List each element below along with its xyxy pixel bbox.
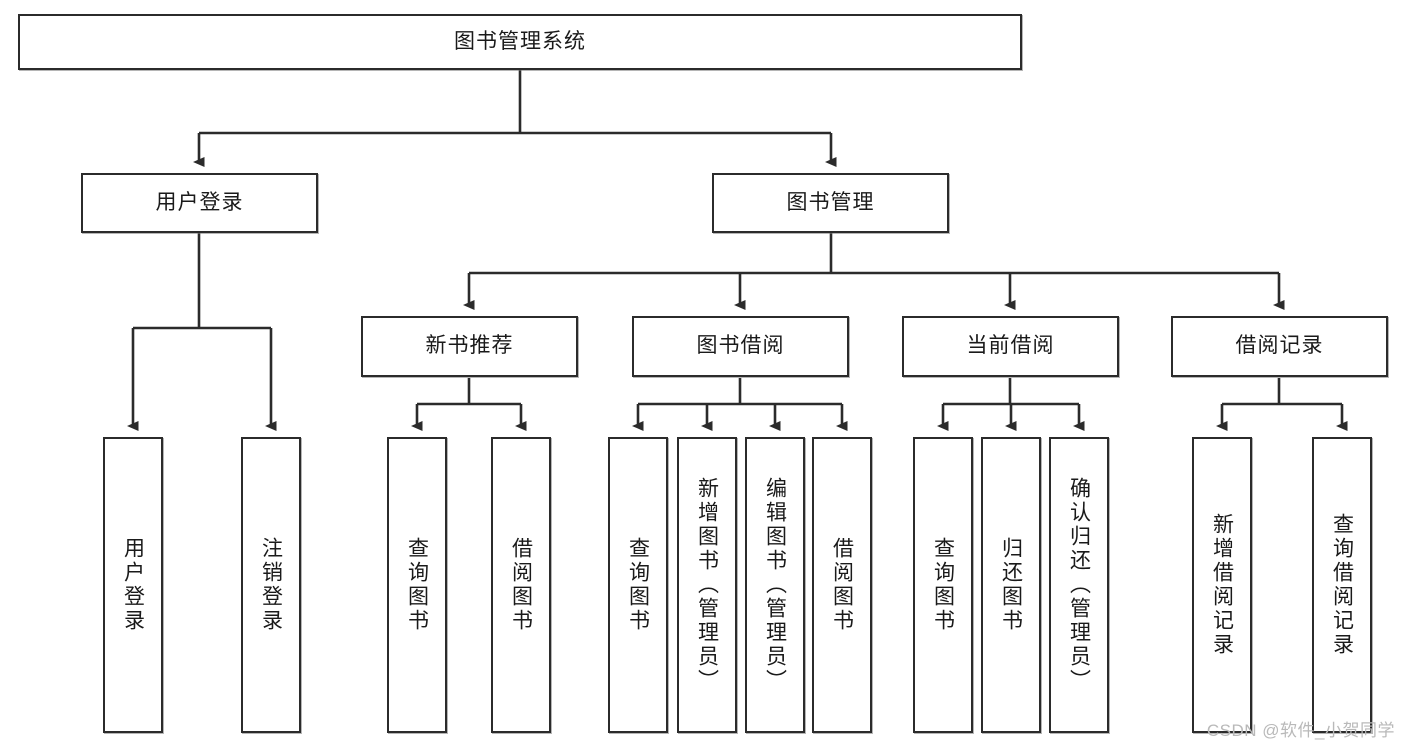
leaf-user-login-logout[interactable]: 注销登录 (241, 437, 301, 733)
node-label: 确认归还（管理员） (1067, 477, 1091, 693)
leaf-new-book-query[interactable]: 查询图书 (387, 437, 447, 733)
node-label: 新增借阅记录 (1210, 513, 1234, 657)
leaf-borrow-edit-book-admin[interactable]: 编辑图书（管理员） (745, 437, 805, 733)
node-user-login[interactable]: 用户登录 (81, 173, 318, 233)
watermark-text: CSDN @软件_小贺同学 (1206, 721, 1395, 740)
leaf-current-return-book[interactable]: 归还图书 (981, 437, 1041, 733)
leaf-current-confirm-return-admin[interactable]: 确认归还（管理员） (1049, 437, 1109, 733)
node-new-book-recommend[interactable]: 新书推荐 (361, 316, 578, 377)
node-label: 当前借阅 (966, 334, 1055, 358)
leaf-borrow-add-book-admin[interactable]: 新增图书（管理员） (677, 437, 737, 733)
node-label: 借阅记录 (1235, 334, 1324, 358)
node-label: 查询借阅记录 (1330, 513, 1354, 657)
node-borrow-record[interactable]: 借阅记录 (1171, 316, 1388, 377)
node-book-management[interactable]: 图书管理 (712, 173, 949, 233)
node-label: 归还图书 (999, 537, 1023, 633)
node-label: 新书推荐 (425, 334, 514, 358)
node-current-borrow[interactable]: 当前借阅 (902, 316, 1119, 377)
node-label: 用户登录 (155, 190, 244, 214)
leaf-user-login-login[interactable]: 用户登录 (103, 437, 163, 733)
node-label: 编辑图书（管理员） (763, 477, 787, 693)
node-label: 新增图书（管理员） (695, 477, 719, 693)
node-label: 查询图书 (931, 537, 955, 633)
leaf-record-query-record[interactable]: 查询借阅记录 (1312, 437, 1372, 733)
node-label: 查询图书 (626, 537, 650, 633)
node-label: 注销登录 (259, 537, 283, 633)
node-label: 用户登录 (121, 537, 145, 633)
leaf-record-add-record[interactable]: 新增借阅记录 (1192, 437, 1252, 733)
leaf-new-book-borrow[interactable]: 借阅图书 (491, 437, 551, 733)
leaf-borrow-borrow-book[interactable]: 借阅图书 (812, 437, 872, 733)
node-label: 借阅图书 (509, 537, 533, 633)
node-root-system[interactable]: 图书管理系统 (18, 14, 1022, 70)
node-label: 图书管理 (786, 190, 875, 214)
node-label: 图书借阅 (696, 334, 785, 358)
node-label: 图书管理系统 (454, 29, 586, 53)
leaf-current-query-book[interactable]: 查询图书 (913, 437, 973, 733)
node-label: 借阅图书 (830, 537, 854, 633)
node-label: 查询图书 (405, 537, 429, 633)
leaf-borrow-query-book[interactable]: 查询图书 (608, 437, 668, 733)
node-book-borrow[interactable]: 图书借阅 (632, 316, 849, 377)
